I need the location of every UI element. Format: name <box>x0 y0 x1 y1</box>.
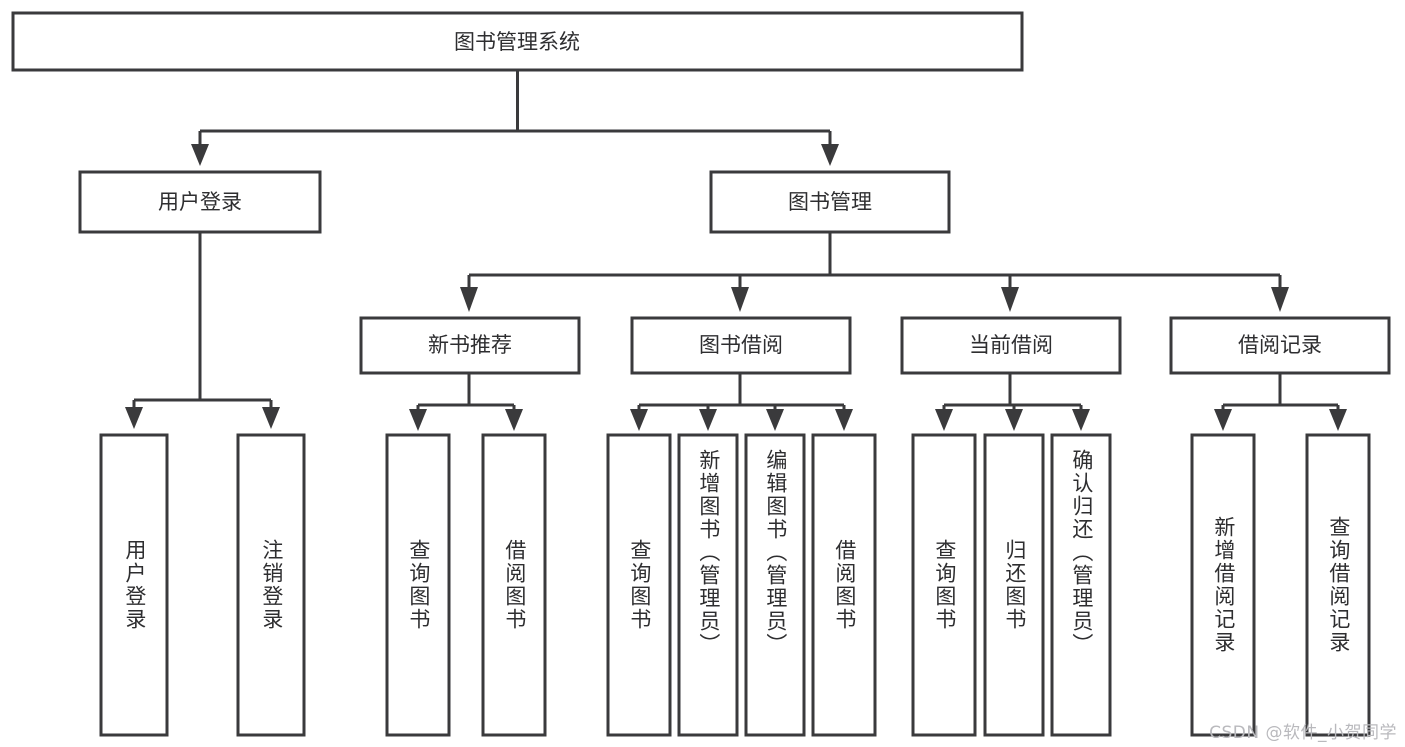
node-box-root[interactable] <box>11 11 1024 72</box>
arrowhead-book-management <box>821 144 839 166</box>
arrowhead-record-query <box>1329 409 1347 431</box>
node-box-current-confirm-return[interactable] <box>1050 433 1112 737</box>
node-box-borrow-query-book[interactable] <box>606 433 672 737</box>
horizontal-node-labels: 图书管理系统 用户登录 图书管理 新书推荐 图书借阅 当前借阅 借阅记录 <box>158 30 1322 357</box>
arrowhead-recommend-borrow-book <box>505 409 523 431</box>
node-box-record-add[interactable] <box>1190 433 1256 737</box>
arrowhead-borrow-add-book <box>699 409 717 431</box>
node-box-current-borrow[interactable] <box>900 316 1122 375</box>
arrowhead-borrow-edit-book <box>766 409 784 431</box>
node-box-book-management[interactable] <box>709 170 951 234</box>
node-box-book-borrow[interactable] <box>630 316 852 375</box>
node-label-root: 图书管理系统 <box>454 30 580 54</box>
arrowhead-borrow-record <box>1271 287 1289 312</box>
arrowhead-recommend-query-book <box>409 409 427 431</box>
node-label-current-borrow: 当前借阅 <box>969 333 1053 357</box>
connectors <box>125 70 1347 431</box>
csdn-watermark: CSDN @软件_小贺同学 <box>1209 723 1397 743</box>
node-label-book-borrow: 图书借阅 <box>699 333 783 357</box>
node-box-borrow-record[interactable] <box>1169 316 1391 375</box>
arrowhead-borrow-borrow-book <box>835 409 853 431</box>
node-box-record-query[interactable] <box>1305 433 1371 737</box>
node-label-new-book-recommend: 新书推荐 <box>428 333 512 357</box>
node-box-new-book-recommend[interactable] <box>359 316 581 375</box>
arrowhead-book-borrow <box>731 287 749 312</box>
node-box-user-logout-leaf[interactable] <box>236 433 306 737</box>
arrowhead-current-confirm-return <box>1072 409 1090 431</box>
node-boxes <box>11 11 1391 737</box>
arrowhead-current-borrow <box>1001 287 1019 312</box>
node-box-recommend-borrow-book[interactable] <box>481 433 547 737</box>
node-box-current-query-book[interactable] <box>911 433 977 737</box>
node-label-borrow-record: 借阅记录 <box>1238 333 1322 357</box>
node-box-borrow-borrow-book[interactable] <box>811 433 877 737</box>
node-box-user-login-leaf[interactable] <box>99 433 169 737</box>
arrowhead-borrow-query-book <box>630 409 648 431</box>
node-box-user-login[interactable] <box>78 170 322 234</box>
arrowhead-new-book-recommend <box>460 287 478 312</box>
node-box-borrow-add-book[interactable] <box>677 433 739 737</box>
arrowhead-user-login <box>191 144 209 166</box>
node-label-book-management: 图书管理 <box>788 190 872 214</box>
node-box-recommend-query-book[interactable] <box>385 433 451 737</box>
node-label-user-login: 用户登录 <box>158 190 242 214</box>
node-box-borrow-edit-book[interactable] <box>744 433 806 737</box>
arrowhead-user-logout-leaf <box>262 407 280 429</box>
arrowhead-record-add <box>1214 409 1232 431</box>
arrowhead-current-return-book <box>1005 409 1023 431</box>
node-box-current-return-book[interactable] <box>983 433 1045 737</box>
arrowhead-current-query-book <box>935 409 953 431</box>
arrowhead-user-login-leaf <box>125 407 143 429</box>
